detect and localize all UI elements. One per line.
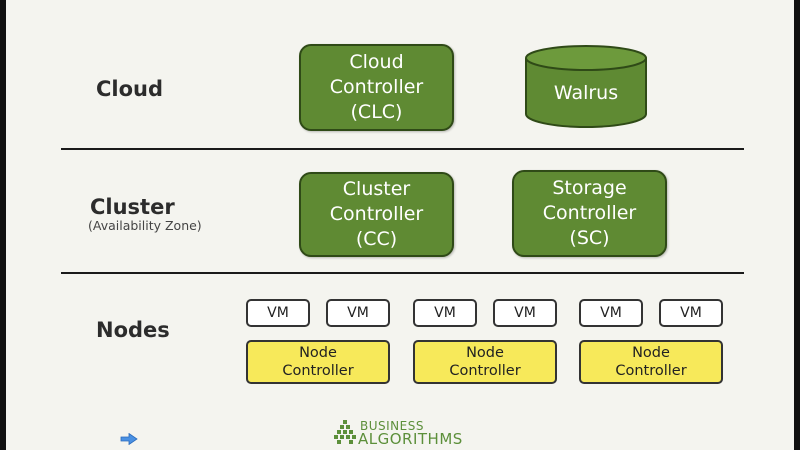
- tier-sublabel-cluster: (Availability Zone): [88, 218, 202, 233]
- node-controller-line2: Controller: [449, 363, 521, 379]
- cluster-controller-line1: Cluster: [342, 178, 411, 200]
- cloud-controller-line1: Cloud: [349, 51, 404, 73]
- cloud-controller-box: Cloud Controller (CLC): [299, 44, 454, 131]
- vm-box: VM: [493, 299, 557, 327]
- tier-label-cluster: Cluster: [90, 195, 175, 219]
- node-controller-line1: Node: [299, 345, 337, 361]
- node-controller-line2: Controller: [282, 363, 354, 379]
- vm-box: VM: [326, 299, 390, 327]
- cluster-controller-line3: (CC): [355, 228, 398, 250]
- cloud-controller-line2: Controller: [329, 76, 424, 98]
- tier-label-nodes: Nodes: [96, 318, 170, 342]
- logo-icon: [334, 420, 356, 444]
- divider-cloud-cluster: [61, 148, 744, 150]
- vm-box: VM: [659, 299, 723, 327]
- storage-controller-box: Storage Controller (SC): [512, 170, 667, 257]
- node-controller-box: Node Controller: [413, 340, 557, 384]
- walrus-cylinder: Walrus: [524, 44, 648, 130]
- cluster-controller-box: Cluster Controller (CC): [299, 172, 454, 257]
- node-controller-line1: Node: [466, 345, 504, 361]
- logo-text-top: BUSINESS: [360, 419, 424, 433]
- vm-box: VM: [413, 299, 477, 327]
- logo-text-bottom: ALGORITHMS: [358, 430, 463, 448]
- right-arrow-icon[interactable]: [120, 430, 138, 449]
- divider-cluster-nodes: [61, 272, 744, 274]
- cluster-controller-line2: Controller: [329, 203, 424, 225]
- node-controller-box: Node Controller: [246, 340, 390, 384]
- walrus-label: Walrus: [553, 82, 619, 104]
- tier-label-cloud: Cloud: [96, 77, 164, 101]
- storage-controller-line2: Controller: [542, 202, 637, 224]
- business-algorithms-logo: BUSINESS ALGORITHMS: [334, 419, 494, 448]
- node-controller-box: Node Controller: [579, 340, 723, 384]
- storage-controller-line1: Storage: [552, 177, 627, 199]
- node-controller-line1: Node: [632, 345, 670, 361]
- cloud-controller-line3: (CLC): [350, 101, 403, 123]
- storage-controller-line3: (SC): [569, 227, 610, 249]
- vm-box: VM: [579, 299, 643, 327]
- node-controller-line2: Controller: [615, 363, 687, 379]
- vm-box: VM: [246, 299, 310, 327]
- walrus-cylinder-shape: [525, 45, 647, 128]
